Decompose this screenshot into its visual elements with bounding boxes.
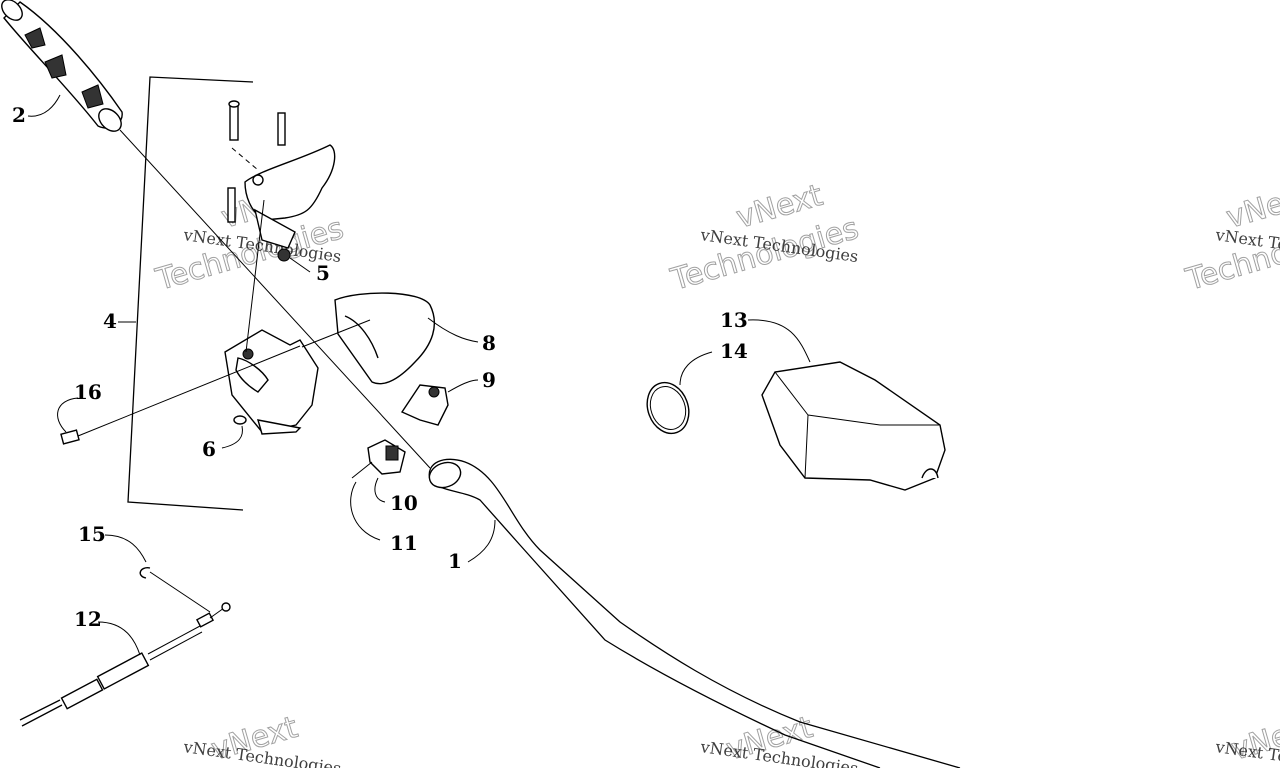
callout-12: 12 bbox=[74, 607, 102, 631]
leader-2 bbox=[27, 94, 61, 117]
cover bbox=[301, 292, 436, 385]
leader-14 bbox=[679, 351, 713, 386]
leader-16 bbox=[57, 397, 79, 433]
leader-10 bbox=[374, 477, 386, 503]
watermark-2: vNext Technologies vNext Technologies bbox=[666, 177, 863, 298]
callout-13: 13 bbox=[720, 308, 748, 332]
watermark-4: vNext vNext Technologies bbox=[181, 709, 342, 768]
callout-9: 9 bbox=[482, 368, 496, 392]
leader-5 bbox=[289, 257, 311, 273]
grip bbox=[1, 0, 123, 132]
callout-11: 11 bbox=[390, 531, 418, 555]
leader-11 bbox=[350, 481, 381, 541]
callout-14: 14 bbox=[720, 339, 748, 363]
callout-15: 15 bbox=[78, 522, 106, 546]
c-clip bbox=[139, 567, 151, 579]
callout-10: 10 bbox=[390, 491, 418, 515]
throttle-housing bbox=[224, 199, 319, 435]
callout-4: 4 bbox=[103, 309, 117, 333]
callout-6: 6 bbox=[202, 437, 216, 461]
assembly-bracket bbox=[127, 76, 254, 511]
screw-11 bbox=[351, 461, 373, 479]
leader-9 bbox=[447, 379, 479, 393]
handlebar bbox=[428, 458, 961, 768]
callout-8: 8 bbox=[482, 331, 496, 355]
hand-guard bbox=[761, 361, 946, 491]
clip-9 bbox=[400, 384, 449, 426]
throttle-lever bbox=[227, 100, 336, 262]
leader-1 bbox=[467, 519, 496, 563]
cable-line bbox=[119, 129, 431, 469]
throttle-cable bbox=[19, 602, 231, 727]
pin-top-1 bbox=[229, 103, 239, 141]
callout-5: 5 bbox=[316, 261, 330, 285]
watermark-5: vNext vNext Technologies bbox=[698, 709, 859, 768]
leader-13 bbox=[747, 319, 811, 363]
washer bbox=[233, 415, 247, 425]
clamp-ring bbox=[646, 381, 690, 435]
leader-8 bbox=[427, 317, 479, 343]
callout-2: 2 bbox=[12, 103, 26, 127]
watermark-3: vNext Technologies vNext Technologies bbox=[1181, 177, 1280, 298]
callout-16: 16 bbox=[74, 380, 102, 404]
watermark-6: vNext vNext Technologies bbox=[1213, 709, 1280, 768]
switch-10 bbox=[367, 439, 406, 475]
screw-16 bbox=[60, 345, 301, 445]
leader-6 bbox=[221, 425, 243, 449]
callout-1: 1 bbox=[448, 549, 462, 573]
leader-12 bbox=[97, 621, 141, 656]
leader-15 bbox=[104, 534, 147, 563]
